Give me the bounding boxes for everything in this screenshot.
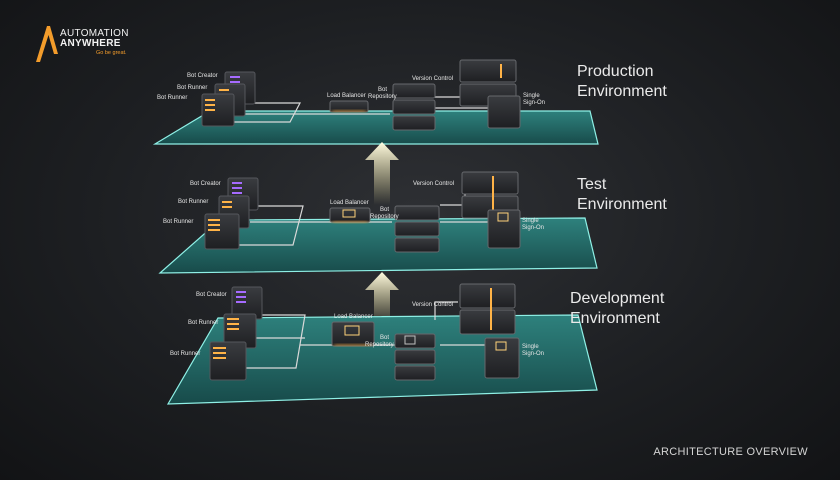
development-label-sso-2: Sign-On bbox=[522, 351, 544, 357]
development-label-version-control: Version Control bbox=[412, 302, 453, 308]
production-bot-repository-stack bbox=[392, 83, 436, 131]
test-label-bot-runner-2: Bot Runner bbox=[163, 219, 193, 225]
logo-name-line2: ANYWHERE bbox=[60, 38, 121, 49]
test-label-bot-creator: Bot Creator bbox=[190, 181, 221, 187]
production-load-balancer bbox=[329, 100, 369, 113]
test-label-load-balancer: Load Balancer bbox=[330, 200, 369, 206]
production-layer: Bot Creator Bot Runner Bot Runner Load B… bbox=[152, 59, 599, 145]
development-title-line1: Development bbox=[570, 290, 665, 307]
development-connections bbox=[240, 301, 488, 369]
production-label-load-balancer: Load Balancer bbox=[327, 93, 366, 99]
development-platform bbox=[166, 314, 598, 405]
production-label-sso-2: Sign-On bbox=[523, 100, 545, 106]
test-label-bot-repository-2: Repository bbox=[370, 214, 399, 220]
test-sso-server bbox=[487, 209, 521, 249]
development-label-bot-creator: Bot Creator bbox=[196, 292, 227, 298]
test-label-version-control: Version Control bbox=[413, 181, 454, 187]
development-bot-runner-server-2 bbox=[209, 341, 247, 381]
production-sso-server bbox=[487, 95, 521, 129]
production-label-version-control: Version Control bbox=[412, 76, 453, 82]
test-label-sso-2: Sign-On bbox=[522, 225, 544, 231]
production-label-bot-runner-2: Bot Runner bbox=[157, 95, 187, 101]
test-load-balancer bbox=[329, 207, 371, 223]
development-bot-repository-stack bbox=[394, 333, 436, 381]
production-bot-runner-server-2 bbox=[201, 93, 235, 127]
test-bot-repository-stack bbox=[394, 205, 440, 253]
test-layer: Bot Creator Bot Runner Bot Runner Load B… bbox=[158, 171, 598, 274]
test-environment-label: Test Environment bbox=[577, 175, 667, 215]
development-bot-creator-server bbox=[231, 286, 263, 320]
production-title-line2: Environment bbox=[577, 83, 667, 100]
logo-name-line1: AUTOMATION bbox=[60, 28, 129, 39]
production-platform bbox=[152, 110, 599, 145]
production-label-sso-1: Single bbox=[523, 93, 540, 99]
production-label-bot-runner-1: Bot Runner bbox=[177, 85, 207, 91]
logo-a-icon bbox=[36, 26, 58, 62]
production-label-bot-repository-1: Bot bbox=[378, 87, 387, 93]
promote-arrow-test-to-production bbox=[365, 142, 399, 205]
development-sso-server bbox=[484, 337, 520, 379]
architecture-overview-caption: ARCHITECTURE OVERVIEW bbox=[653, 446, 808, 458]
test-title-line1: Test bbox=[577, 176, 607, 193]
test-bot-runner-server-2 bbox=[204, 213, 240, 250]
development-version-control-server bbox=[459, 283, 516, 335]
development-label-bot-repository-2: Repository bbox=[365, 342, 394, 348]
development-label-sso-1: Single bbox=[522, 344, 539, 350]
production-title-line1: Production bbox=[577, 63, 654, 80]
automation-anywhere-logo: AUTOMATION ANYWHERE Go be great. bbox=[34, 24, 144, 68]
production-label-bot-creator: Bot Creator bbox=[187, 73, 218, 79]
development-load-balancer bbox=[331, 321, 375, 347]
development-environment-label: Development Environment bbox=[570, 289, 664, 329]
test-label-sso-1: Single bbox=[522, 218, 539, 224]
logo-tagline: Go be great. bbox=[96, 50, 127, 56]
development-label-bot-repository-1: Bot bbox=[380, 335, 389, 341]
production-environment-label: Production Environment bbox=[577, 62, 667, 102]
development-label-load-balancer: Load Balancer bbox=[334, 314, 373, 320]
test-label-bot-runner-1: Bot Runner bbox=[178, 199, 208, 205]
test-title-line2: Environment bbox=[577, 196, 667, 213]
test-label-bot-repository-1: Bot bbox=[380, 207, 389, 213]
production-label-bot-repository-2: Repository bbox=[368, 94, 397, 100]
development-title-line2: Environment bbox=[570, 310, 660, 327]
development-label-bot-runner-1: Bot Runner bbox=[188, 320, 218, 326]
development-label-bot-runner-2: Bot Runner bbox=[170, 351, 200, 357]
development-layer: Bot Creator Bot Runner Bot Runner Load B… bbox=[166, 283, 598, 405]
promote-arrow-development-to-test bbox=[365, 272, 399, 325]
